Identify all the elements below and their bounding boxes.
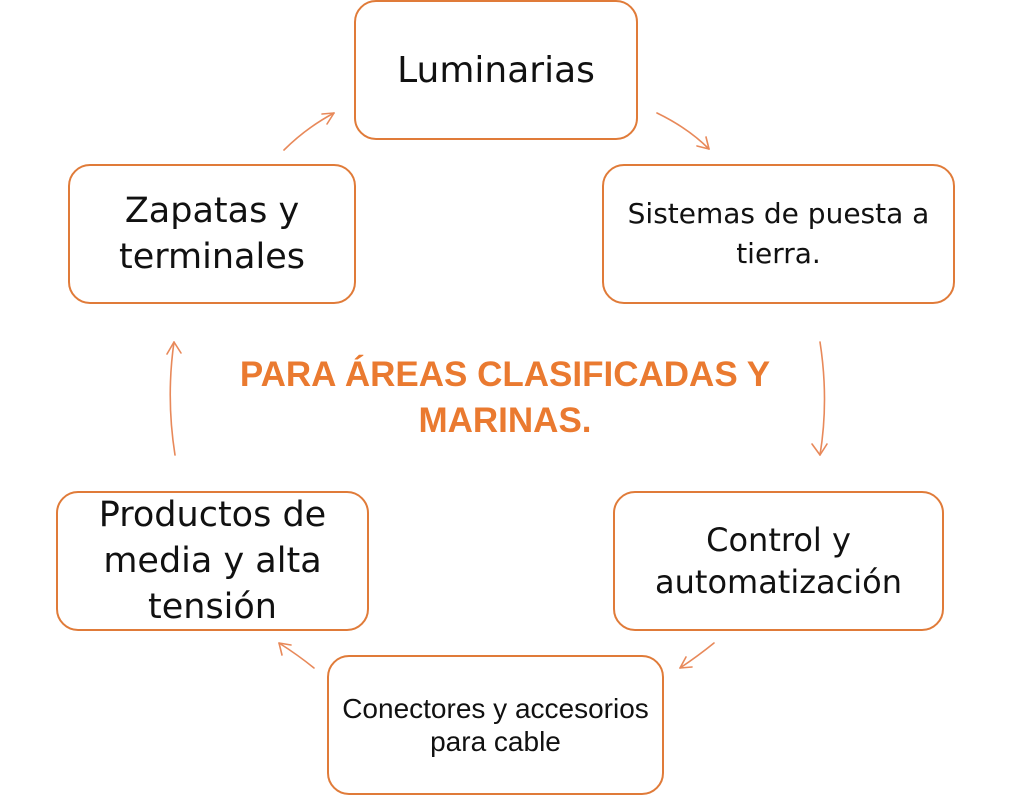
arrow-sistemas-to-control <box>819 341 826 456</box>
node-luminarias-label: Luminarias <box>397 49 595 91</box>
arrow-zapatas-to-luminarias <box>283 112 335 151</box>
node-productos-media-alta-tension: Productos de media y alta tensión <box>56 491 369 631</box>
node-conectores-accesorios: Conectores y accesorios para cable <box>327 655 664 795</box>
node-sistemas-label: Sistemas de puesta a tierra. <box>627 197 930 270</box>
arrow-conectores-to-productos <box>278 642 315 669</box>
node-sistemas-puesta-tierra: Sistemas de puesta a tierra. <box>602 164 955 304</box>
node-control-label: Control y automatización <box>655 521 902 601</box>
arrow-productos-to-zapatas <box>169 341 176 456</box>
node-conectores-label: Conectores y accesorios para cable <box>342 693 649 757</box>
arrow-luminarias-to-sistemas <box>656 112 710 150</box>
node-control-automatizacion: Control y automatización <box>613 491 944 631</box>
node-zapatas-terminales: Zapatas y terminales <box>68 164 356 304</box>
arrow-control-to-conectores <box>679 642 715 669</box>
node-productos-label: Productos de media y alta tensión <box>98 495 327 627</box>
center-title: PARA ÁREAS CLASIFICADAS Y MARINAS. <box>239 355 771 440</box>
node-luminarias: Luminarias <box>354 0 638 140</box>
node-zapatas-label: Zapatas y terminales <box>119 191 305 277</box>
